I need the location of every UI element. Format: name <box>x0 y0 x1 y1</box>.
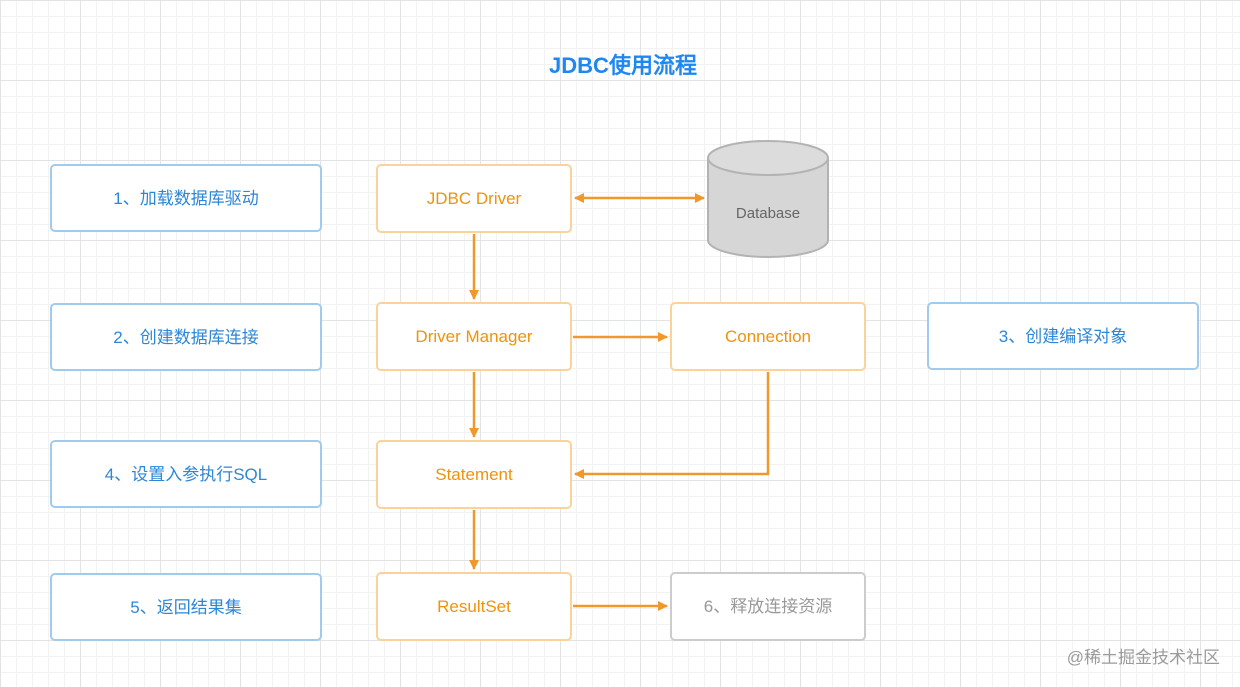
step-create-statement: 3、创建编译对象 <box>927 302 1199 370</box>
resultset-label: ResultSet <box>437 597 511 616</box>
step-create-connection-label: 2、创建数据库连接 <box>113 328 258 347</box>
step-create-connection: 2、创建数据库连接 <box>50 303 322 371</box>
resultset-node: ResultSet <box>376 572 572 641</box>
jdbc-driver-label: JDBC Driver <box>427 189 522 208</box>
driver-manager-label: Driver Manager <box>415 327 532 346</box>
step-execute-sql: 4、设置入参执行SQL <box>50 440 322 508</box>
step-load-driver: 1、加载数据库驱动 <box>50 164 322 232</box>
connection-label: Connection <box>725 327 811 346</box>
driver-manager-node: Driver Manager <box>376 302 572 371</box>
step-load-driver-label: 1、加载数据库驱动 <box>113 189 258 208</box>
statement-label: Statement <box>435 465 513 484</box>
release-resources-label: 6、释放连接资源 <box>704 597 832 616</box>
step-return-result-label: 5、返回结果集 <box>130 598 241 617</box>
connection-node: Connection <box>670 302 866 371</box>
database-cylinder-icon: Database <box>707 140 829 258</box>
step-create-statement-label: 3、创建编译对象 <box>999 327 1127 346</box>
database-label: Database <box>736 205 800 222</box>
jdbc-driver-node: JDBC Driver <box>376 164 572 233</box>
arrow-connection-to-statement <box>574 372 770 479</box>
step-return-result: 5、返回结果集 <box>50 573 322 641</box>
step-execute-sql-label: 4、设置入参执行SQL <box>105 465 267 484</box>
watermark: @稀土掘金技术社区 <box>1067 648 1220 667</box>
release-resources-node: 6、释放连接资源 <box>670 572 866 641</box>
statement-node: Statement <box>376 440 572 509</box>
diagram-title: JDBC使用流程 <box>549 53 697 78</box>
